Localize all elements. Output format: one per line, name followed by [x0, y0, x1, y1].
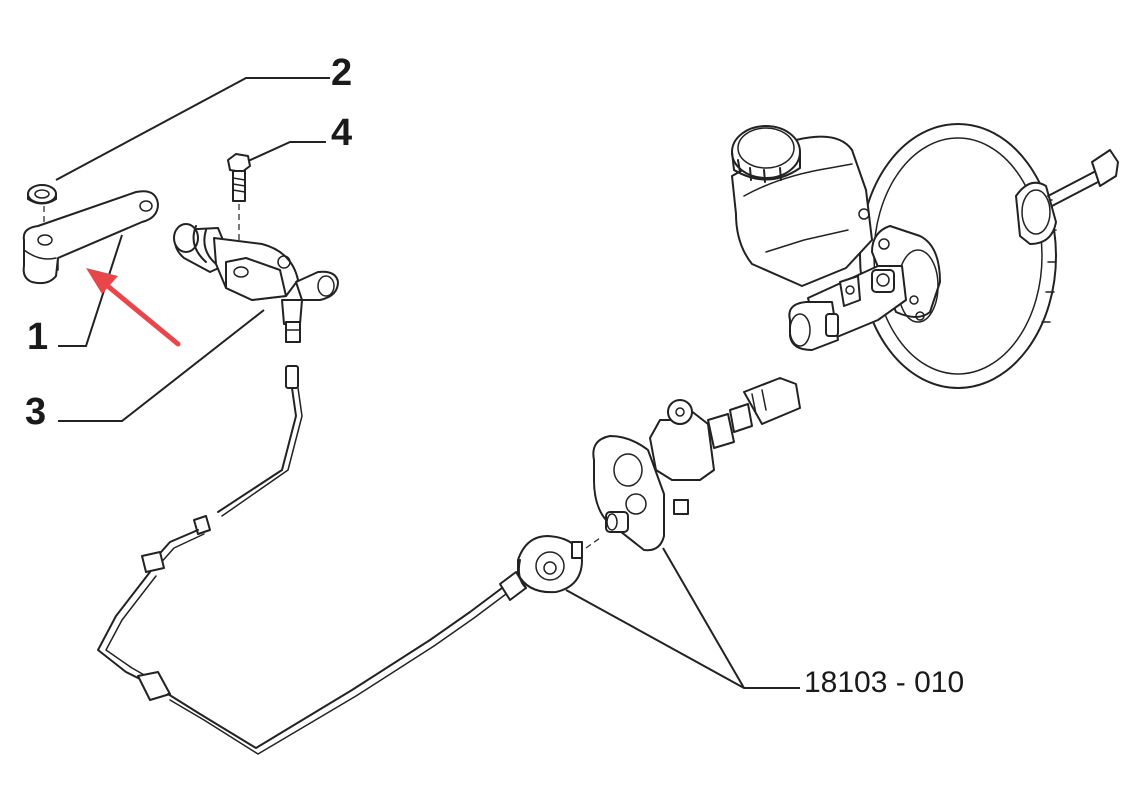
reservoir-part	[731, 125, 890, 287]
master-cylinder-part	[592, 377, 801, 552]
group-reference-label: 18103 - 010	[804, 666, 965, 699]
leader-1	[58, 234, 123, 347]
callout-4: 4	[331, 112, 353, 154]
leader-3	[58, 309, 265, 422]
washer-part	[27, 184, 57, 205]
callout-1: 1	[27, 316, 49, 358]
hydraulic-hose	[97, 365, 527, 755]
bolt-part	[227, 153, 251, 202]
leader-4	[245, 141, 326, 163]
brake-booster-part	[859, 123, 1119, 389]
lever-arm-part	[22, 190, 159, 285]
callout-3: 3	[25, 391, 47, 433]
leader-group-b	[662, 547, 745, 689]
leader-lines	[55, 77, 800, 689]
leader-group-a	[565, 589, 800, 689]
brake-master-cylinder-part	[788, 265, 907, 351]
slave-cylinder-part	[173, 223, 339, 343]
callout-2: 2	[331, 52, 353, 94]
pedal-bushing-part	[517, 535, 583, 594]
highlight-arrow	[86, 268, 181, 347]
leader-2	[55, 77, 330, 181]
